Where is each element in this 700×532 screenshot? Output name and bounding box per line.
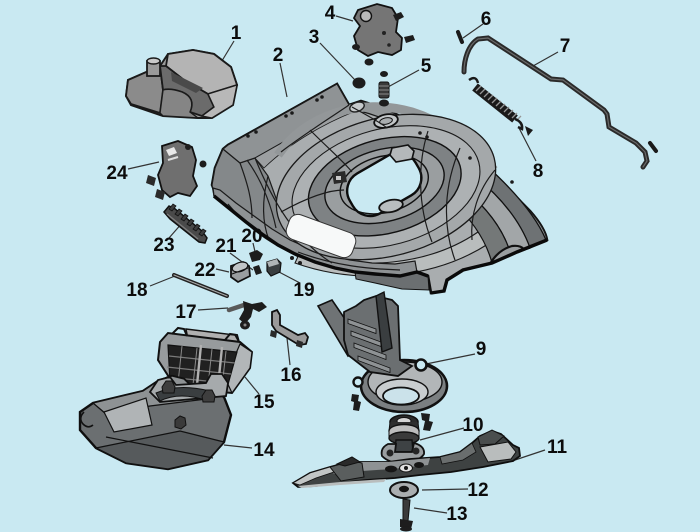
svg-text:3: 3 [309, 27, 320, 48]
svg-text:1: 1 [231, 23, 242, 44]
svg-text:20: 20 [241, 226, 262, 247]
svg-text:17: 17 [175, 302, 196, 323]
svg-text:12: 12 [467, 480, 488, 501]
svg-text:24: 24 [106, 163, 128, 184]
svg-text:15: 15 [253, 392, 275, 413]
svg-text:18: 18 [126, 280, 147, 301]
svg-text:5: 5 [421, 56, 432, 77]
svg-text:16: 16 [280, 365, 301, 386]
svg-text:4: 4 [325, 3, 336, 24]
svg-text:11: 11 [547, 437, 568, 458]
svg-text:23: 23 [153, 235, 174, 256]
svg-text:2: 2 [273, 45, 284, 66]
svg-text:10: 10 [462, 415, 483, 436]
svg-text:21: 21 [215, 236, 237, 257]
svg-text:13: 13 [446, 504, 467, 525]
svg-text:8: 8 [533, 161, 544, 182]
svg-text:14: 14 [253, 440, 275, 461]
svg-text:19: 19 [293, 280, 314, 301]
svg-text:9: 9 [476, 339, 487, 360]
svg-text:7: 7 [560, 36, 571, 57]
svg-text:6: 6 [481, 9, 492, 30]
svg-text:22: 22 [194, 260, 215, 281]
